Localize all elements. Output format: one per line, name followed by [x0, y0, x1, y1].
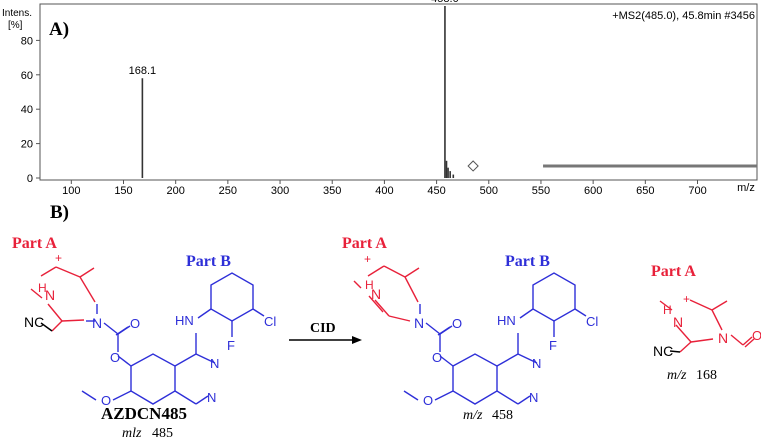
cid-label: CID: [310, 321, 336, 336]
ms2-spectrum: Intens. [%] A) +MS2(485.0), 45.8min #345…: [2, 0, 758, 197]
part-a-label: Part A: [12, 235, 57, 252]
ring-n-amide: N: [92, 315, 102, 331]
y-axis-unit: [%]: [8, 20, 23, 31]
ring-plus: +: [364, 252, 371, 266]
compound-name: AZDCN485: [101, 404, 187, 423]
carbonyl-o: O: [452, 316, 462, 331]
quinazoline: [403, 333, 538, 405]
ester-o: O: [110, 350, 120, 365]
bond: [40, 322, 53, 332]
ring-plus: +: [55, 251, 62, 265]
tetrahydropyrazine-ring: [353, 265, 420, 322]
piperazine-ring: [30, 266, 96, 332]
peaks: 168.1 458.0: [129, 0, 757, 178]
x-tick-label: 100: [62, 185, 80, 197]
piperazine-ring: [659, 299, 755, 353]
x-axis-label: m/z: [737, 182, 755, 194]
carbonyl-o: O: [130, 316, 140, 331]
y-ticks: 0 20 40 60 80: [21, 35, 40, 185]
mz-value: 168: [696, 368, 717, 383]
ring-h: H: [663, 303, 672, 317]
x-tick-label: 300: [271, 185, 289, 197]
ring-n-amide: N: [414, 315, 424, 331]
ester-o: O: [432, 350, 442, 365]
cyano-group: NC: [653, 343, 673, 359]
ring-nh: N: [45, 287, 55, 303]
chloro: Cl: [586, 314, 598, 329]
compound-mz168: Part A N H + N O NC m/z 168: [651, 263, 761, 383]
x-tick-label: 350: [323, 185, 341, 197]
x-tick-label: 400: [375, 185, 393, 197]
panel-b-label: B): [50, 202, 69, 223]
cyano-group: NC: [24, 314, 44, 330]
mz-label: m/z: [463, 408, 483, 423]
mz-label: mlz: [122, 426, 142, 439]
y-tick-label: 60: [21, 70, 33, 82]
peak-label: 168.1: [129, 65, 157, 77]
quinazoline: [81, 333, 216, 405]
quinazoline-n1: N: [210, 356, 219, 371]
fluoro: F: [549, 338, 557, 353]
x-ticks: 100 150 200 250 300 350 400 450 500 550 600 650 700: [62, 180, 707, 197]
ring-nh: N: [673, 314, 683, 330]
part-a-label: Part A: [342, 235, 387, 252]
x-tick-label: 650: [636, 185, 654, 197]
x-tick-label: 700: [688, 185, 706, 197]
chlorofluorophenyl: [519, 272, 587, 337]
precursor-marker: [467, 160, 479, 172]
x-tick-label: 450: [427, 185, 445, 197]
y-tick-label: 80: [21, 35, 33, 47]
chlorofluorophenyl: [197, 272, 265, 337]
quinazoline-n1: N: [532, 356, 541, 371]
part-b-label: Part B: [505, 253, 550, 270]
ring-plus: +: [683, 292, 690, 306]
x-tick-label: 500: [480, 185, 498, 197]
amine-nh: HN: [497, 313, 516, 328]
carbamate: [103, 322, 132, 367]
fluoro: F: [227, 338, 235, 353]
plot-frame: [39, 3, 758, 181]
part-a-label: Part A: [651, 263, 696, 280]
carbamate: [425, 322, 454, 367]
panel-a-label: A): [49, 19, 69, 40]
y-axis-label: Intens.: [2, 8, 32, 19]
compound-azdcn485: Part A Part B N H + N NC O O: [12, 235, 276, 439]
peak-label: 458.0: [431, 0, 459, 5]
ring-h: H: [365, 278, 374, 292]
amine-nh: HN: [175, 313, 194, 328]
compound-mz458: Part A Part B N H + N O O: [342, 235, 598, 423]
x-tick-label: 200: [166, 185, 184, 197]
ring-h: H: [38, 281, 47, 295]
ring-n-formyl: N: [718, 330, 728, 346]
x-tick-label: 550: [532, 185, 550, 197]
y-tick-label: 40: [21, 104, 33, 116]
quinazoline-n2: N: [529, 390, 538, 405]
chloro: Cl: [264, 314, 276, 329]
mz-value: 458: [492, 408, 513, 423]
mz-label: m/z: [667, 368, 687, 383]
formyl-o: O: [752, 328, 761, 343]
methoxy-o: O: [101, 393, 111, 408]
ms-annotation: +MS2(485.0), 45.8min #3456: [612, 10, 755, 22]
part-b-label: Part B: [186, 253, 231, 270]
x-tick-label: 600: [584, 185, 602, 197]
mz-value: 485: [152, 426, 173, 439]
y-tick-label: 0: [27, 173, 33, 185]
cid-arrow: CID: [289, 321, 362, 344]
methoxy-o: O: [423, 393, 433, 408]
y-tick-label: 20: [21, 139, 33, 151]
ring-nh: N: [371, 286, 381, 302]
x-tick-label: 150: [114, 185, 132, 197]
quinazoline-n2: N: [207, 390, 216, 405]
x-tick-label: 250: [219, 185, 237, 197]
